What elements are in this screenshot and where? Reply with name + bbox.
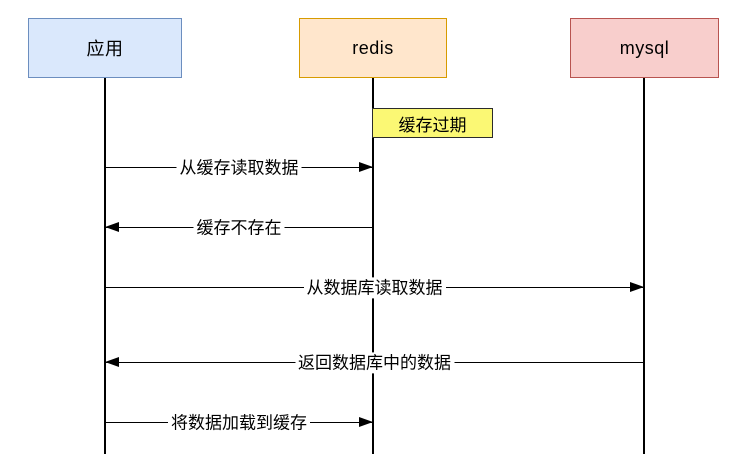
actor-label-mysql: mysql <box>619 37 670 58</box>
message-label: 缓存不存在 <box>193 217 285 239</box>
lifeline-redis <box>372 78 374 454</box>
arrowhead-right-icon <box>359 417 373 427</box>
arrowhead-right-icon <box>359 162 373 172</box>
message-label: 从数据库读取数据 <box>303 277 446 299</box>
lifeline-app <box>104 78 106 454</box>
actor-label-redis: redis <box>352 37 394 58</box>
actor-label-app: 应用 <box>86 39 124 59</box>
arrowhead-left-icon <box>105 357 119 367</box>
lifeline-mysql <box>643 78 645 454</box>
message-label: 将数据加载到缓存 <box>168 412 310 434</box>
actor-box-redis: redis <box>299 18 447 78</box>
actor-box-app: 应用 <box>28 18 182 78</box>
message-label: 返回数据库中的数据 <box>295 352 454 374</box>
note-cache-expired: 缓存过期 <box>372 108 493 138</box>
message-label: 从缓存读取数据 <box>176 157 302 179</box>
note-label: 缓存过期 <box>398 115 467 135</box>
arrowhead-left-icon <box>105 222 119 232</box>
actor-box-mysql: mysql <box>570 18 719 78</box>
arrowhead-right-icon <box>630 282 644 292</box>
